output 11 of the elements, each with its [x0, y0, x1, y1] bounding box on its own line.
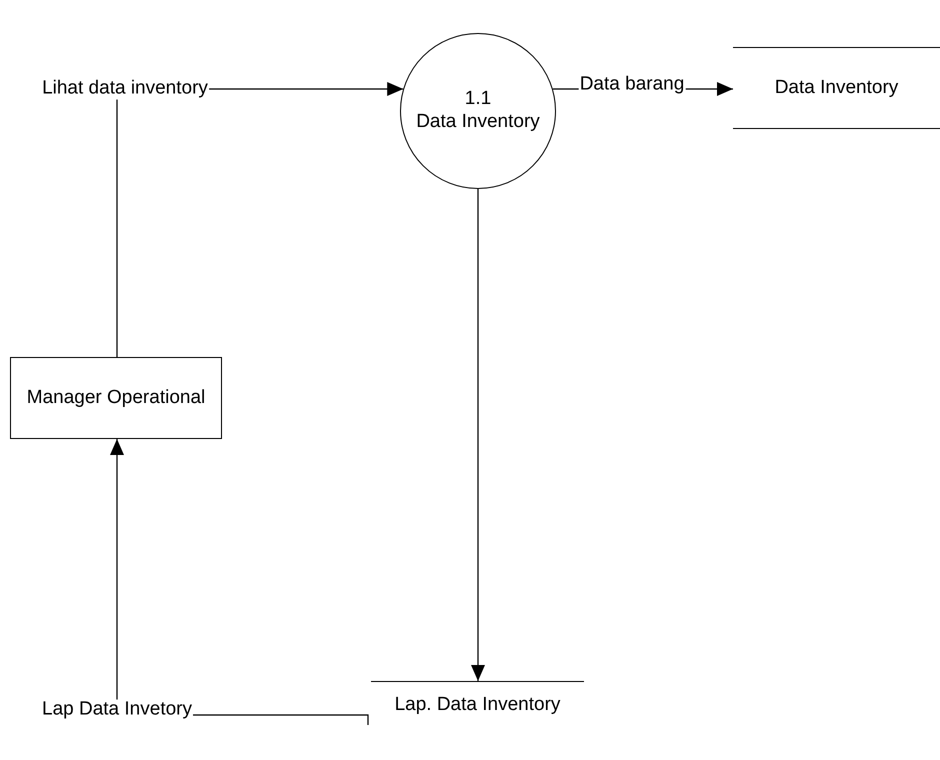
external-entity-box: [10, 357, 222, 439]
edge-label: Lihat data inventory: [41, 78, 209, 100]
node-text: Data Inventory: [774, 76, 898, 100]
data-store: [733, 47, 940, 129]
node-text: Data Inventory: [416, 111, 540, 134]
arrow: [471, 189, 485, 681]
edge-label: Lap Data Invetory: [41, 700, 193, 720]
edge-label: Data barang: [578, 74, 686, 96]
node-text: Manager Operational: [26, 386, 206, 410]
node-text: Lap. Data Inventory: [394, 694, 560, 717]
node-text: 1.1: [464, 88, 492, 111]
